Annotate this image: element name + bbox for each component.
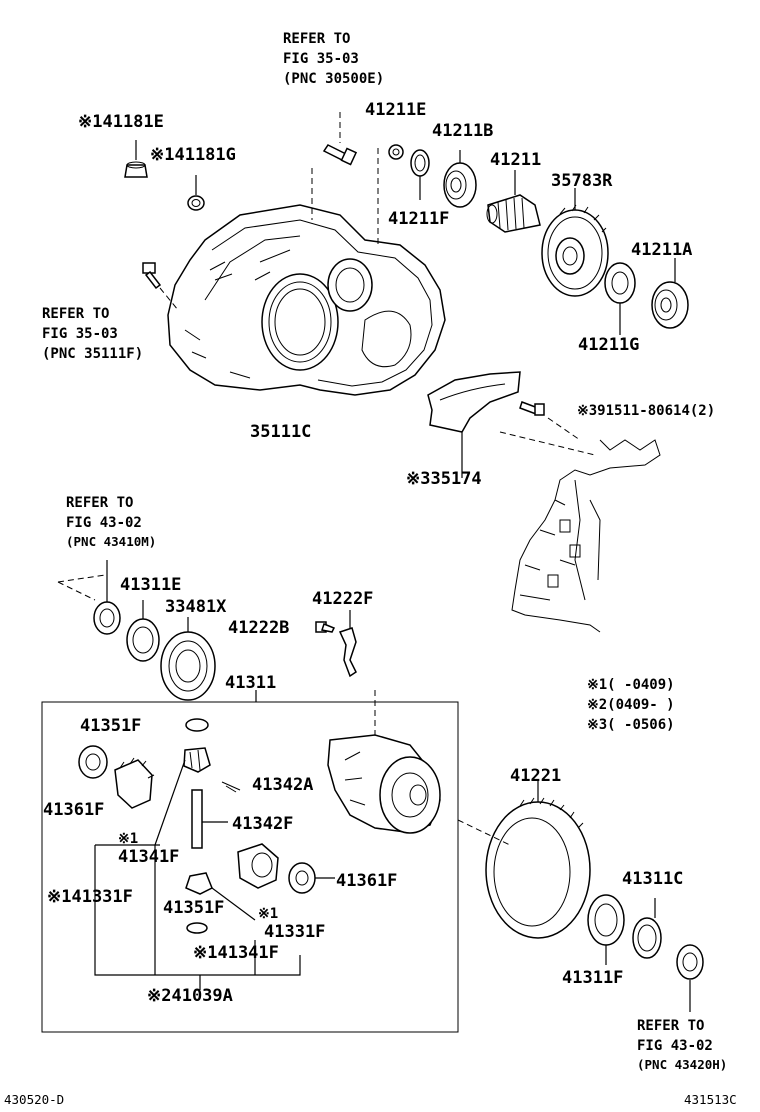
refer-mid-1: REFER TO (66, 495, 133, 511)
label-41211A: 41211A (631, 240, 692, 260)
washer-41361F-right (288, 862, 335, 894)
seal-right (676, 944, 704, 1012)
label-41361F-right: 41361F (336, 871, 397, 891)
label-41181E: ※141181E (78, 112, 164, 132)
seal-41211F (410, 149, 430, 200)
refer-bot-2: FIG 43-02 (637, 1038, 713, 1054)
side-gear-left (114, 757, 155, 809)
seal-41211G (604, 262, 636, 335)
seal-41311E (93, 560, 121, 635)
pinion-gear-bottom (185, 872, 213, 895)
drain-plug (124, 140, 148, 178)
washer-41361F-left (78, 745, 108, 779)
note-1: ※1( -0409) (587, 677, 675, 693)
label-35174: ※335174 (406, 469, 482, 489)
refer-mid-2: FIG 43-02 (66, 515, 142, 531)
label-91511: ※391511-80614(2) (577, 403, 715, 419)
refer-left-2: FIG 35-03 (42, 326, 118, 342)
figure-code-right: 431513C (684, 1092, 737, 1107)
label-41211B: 41211B (432, 121, 493, 141)
label-41342F: 41342F (232, 814, 293, 834)
label-41211G: 41211G (578, 335, 639, 355)
washer-41211E (388, 144, 404, 160)
refer-left-1: REFER TO (42, 306, 109, 322)
refer-top-1: REFER TO (283, 31, 350, 47)
refer-top-3: (PNC 30500E) (283, 71, 384, 87)
label-41331F-left: ※141331F (47, 887, 133, 907)
label-41351F-top: 41351F (80, 716, 141, 736)
diff-case-41311 (327, 734, 441, 834)
label-41351F-bottom: 41351F (163, 898, 224, 918)
bearing-race-41311E (126, 600, 160, 662)
label-41311: 41311 (225, 673, 276, 693)
label-35111C: 35111C (250, 422, 311, 442)
housing-bolt-left (142, 262, 179, 311)
label-41342A: 41342A (252, 775, 313, 795)
label-35783R: 35783R (551, 171, 613, 191)
transaxle-housing (167, 204, 446, 396)
bearing-33481X (160, 617, 216, 701)
shaft-41211 (486, 170, 541, 233)
bearing-41211A (651, 258, 689, 329)
gear-35783R (541, 188, 609, 297)
label-41211E: 41211E (365, 100, 426, 120)
side-gear-right (237, 843, 279, 889)
label-41341F: 41341F (118, 847, 179, 867)
refer-top-2: FIG 35-03 (283, 51, 359, 67)
label-41222F: 41222F (312, 589, 373, 609)
race-41311C (632, 898, 662, 959)
cover-35174 (427, 371, 521, 478)
note-2: ※2(0409- ) (587, 697, 675, 713)
label-41311C: 41311C (622, 869, 683, 889)
refer-bot-1: REFER TO (637, 1018, 704, 1034)
label-41311F: 41311F (562, 968, 623, 988)
plug-gasket (187, 175, 205, 211)
pin-41342A (221, 781, 241, 793)
engine-block (511, 439, 661, 633)
label-33481X: 33481X (165, 597, 227, 617)
bearing-41311F (587, 894, 625, 965)
label-41361F-left: 41361F (43, 800, 104, 820)
label-41039A: ※241039A (147, 986, 233, 1006)
bolt-41222B (315, 621, 336, 633)
kit-bracket (94, 759, 301, 990)
label-41211: 41211 (490, 150, 541, 170)
label-41341F-bottom: ※141341F (193, 943, 279, 963)
bearing-41211B (443, 150, 477, 208)
refer-left-3: (PNC 35111F) (42, 346, 143, 362)
refer-mid-3: (PNC 43410M) (66, 534, 156, 549)
bolt-91511 (499, 401, 596, 456)
label-41311E: 41311E (120, 575, 181, 595)
label-41211F: 41211F (388, 209, 449, 229)
label-41221: 41221 (510, 766, 561, 786)
ring-gear-41221 (485, 780, 591, 939)
pinion-gear-top (183, 747, 211, 773)
mark-41331F: ※1 (258, 906, 278, 922)
note-3: ※3( -0506) (587, 717, 675, 733)
refer-bot-3: (PNC 43420H) (637, 1057, 727, 1072)
label-41222B: 41222B (228, 618, 289, 638)
washer-41351F-top (185, 718, 209, 732)
label-41181G: ※141181G (150, 145, 236, 165)
label-41331F-right: 41331F (264, 922, 325, 942)
shaft-41342F (191, 789, 228, 849)
speed-sensor-41222F (338, 610, 357, 678)
figure-code-left: 430520-D (4, 1092, 64, 1107)
mark-41341F: ※1 (118, 831, 138, 847)
differential-box (41, 690, 459, 1033)
housing-bolt-top (311, 112, 358, 220)
callout-labels: REFER TO FIG 35-03 (PNC 30500E) ※141181E… (4, 31, 737, 1107)
washer-41351F-bottom (186, 922, 208, 934)
